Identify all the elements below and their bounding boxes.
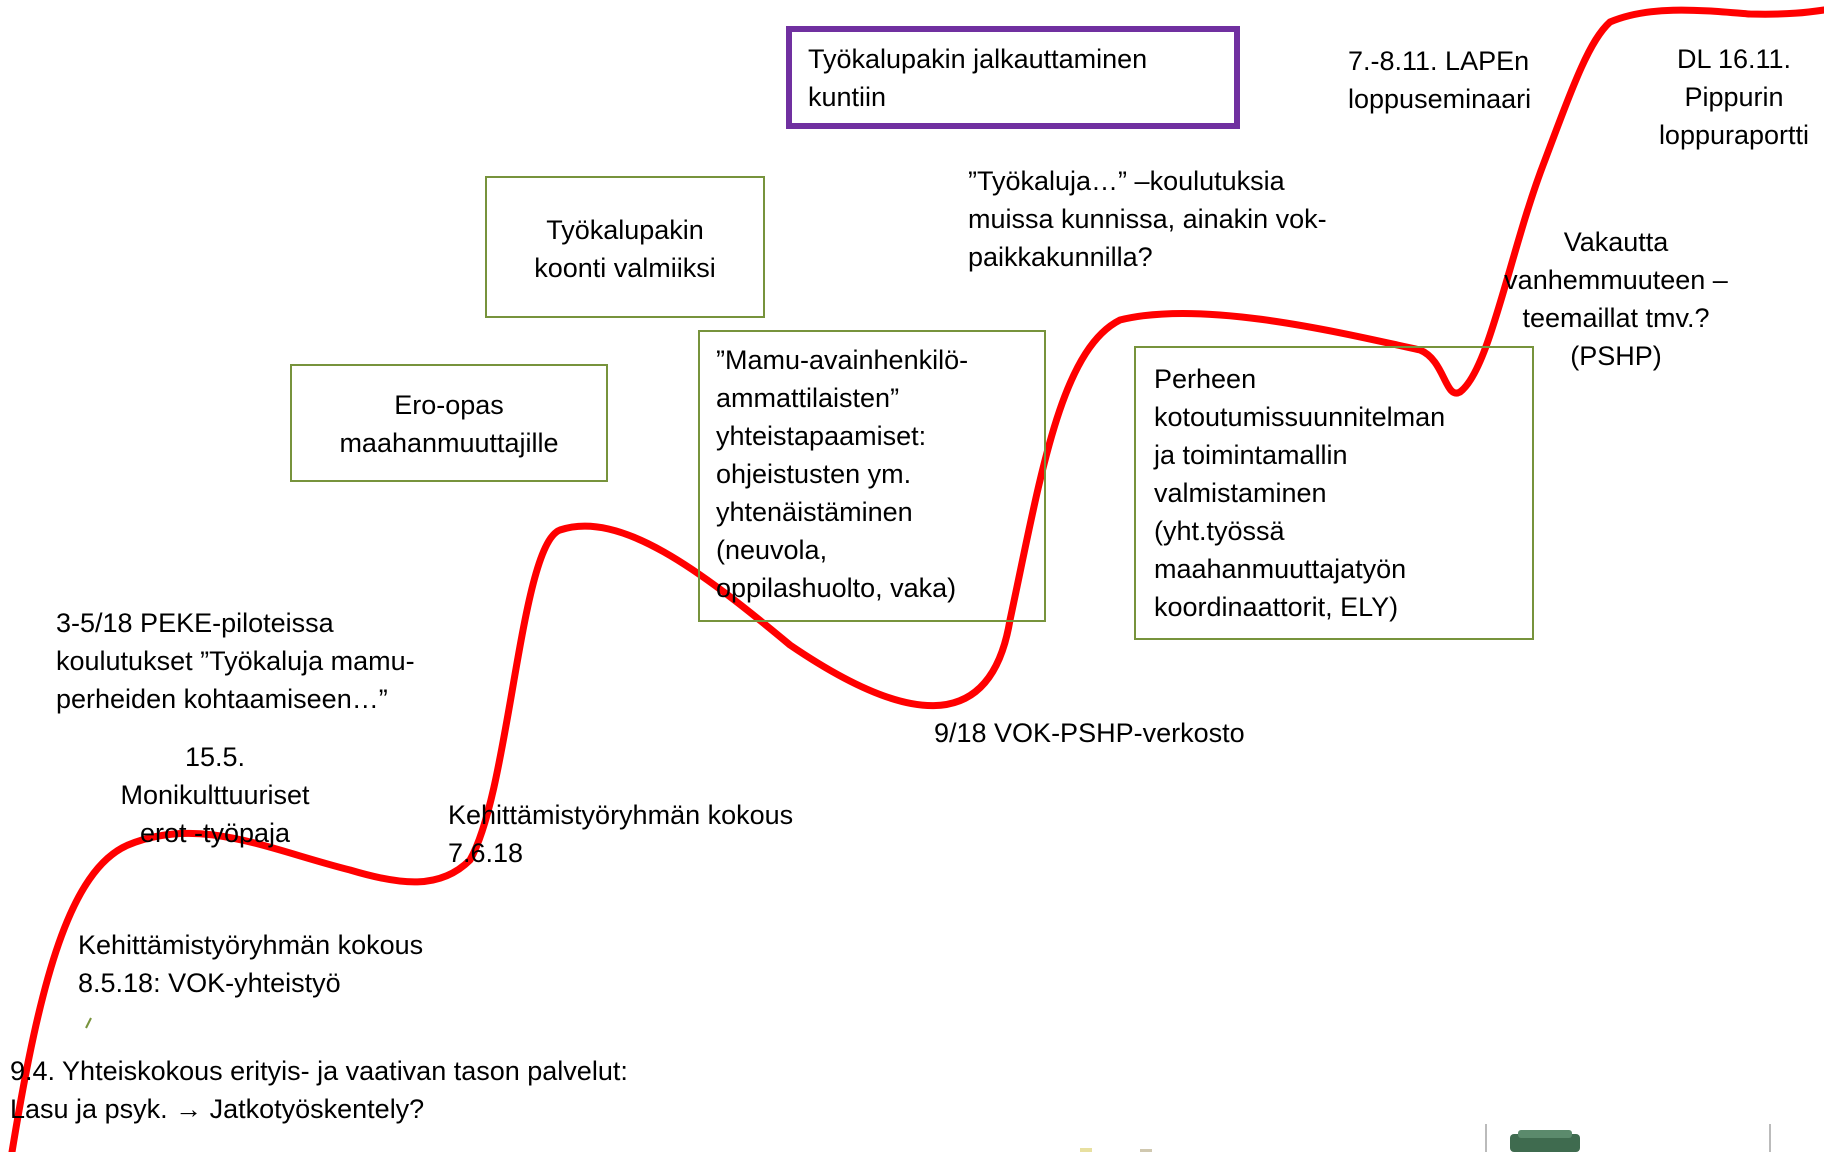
kokous-jun-label: Kehittämistyöryhmän kokous 7.6.18 xyxy=(448,800,794,868)
monikulttuuriset-label: 15.5. Monikulttuuriset erot -työpaja xyxy=(120,742,310,848)
ero-opas-box xyxy=(290,364,608,482)
perheen-box xyxy=(1134,346,1534,640)
perheen-text: Perheen kotoutumissuunnitelman ja toimin… xyxy=(1154,364,1446,622)
koonti-text: Työkalupakin koonti valmiiksi xyxy=(534,215,716,283)
vok-pshp-label: 9/18 VOK-PSHP-verkosto xyxy=(934,718,1245,748)
koulutuksia-label: ”Työkaluja…” –koulutuksia muissa kunniss… xyxy=(968,166,1327,272)
jalkauttaminen-box xyxy=(786,26,1240,129)
ero-opas-text: Ero-opas maahanmuuttajille xyxy=(339,390,559,458)
kokous-may-label: Kehittämistyöryhmän kokous 8.5.18: VOK-y… xyxy=(78,930,424,998)
tick-mark xyxy=(85,1017,92,1029)
koonti-box xyxy=(485,176,765,318)
lapen-label: 7.-8.11. LAPEn loppuseminaari xyxy=(1348,46,1532,114)
dl-label: DL 16.11. Pippurin loppuraportti xyxy=(1658,44,1810,150)
logo-fragment-right xyxy=(1485,1124,1771,1152)
logo-fragment-left xyxy=(1080,1148,1152,1152)
peke-label: 3-5/18 PEKE-piloteissa koulutukset ”Työk… xyxy=(56,608,415,714)
mamu-text: ”Mamu-avainhenkilö- ammattilaisten” yhte… xyxy=(716,345,969,603)
timeline-curve-path xyxy=(8,6,1824,1152)
vakautta-label: Vakautta vanhemmuuteen – teemaillat tmv.… xyxy=(1504,227,1728,371)
yhteiskokous-label: 9.4. Yhteiskokous erityis- ja vaativan t… xyxy=(10,1056,628,1124)
mamu-box xyxy=(698,330,1046,622)
jalkauttaminen-text: Työkalupakin jalkauttaminen kuntiin xyxy=(808,44,1148,112)
